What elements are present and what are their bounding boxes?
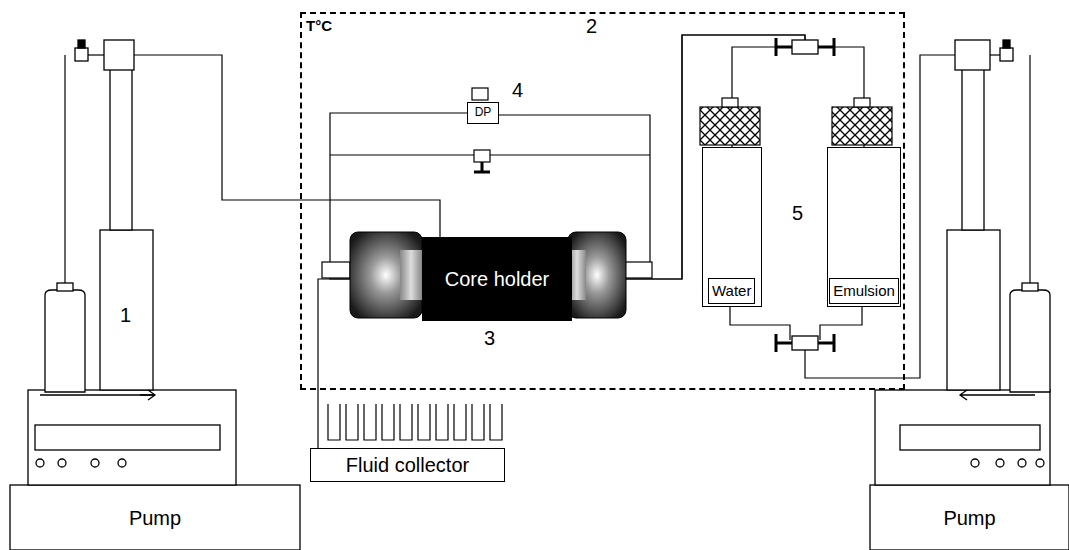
emulsion-vessel: Emulsion (827, 147, 901, 307)
callout-number: 4 (512, 80, 523, 100)
fluid-collector: Fluid collector (310, 448, 505, 482)
callout-number: 5 (792, 203, 803, 223)
pump-base: Pump (10, 485, 300, 550)
node-label: Pump (943, 507, 995, 529)
node-label: DP (475, 106, 492, 119)
node-label: Emulsion (829, 278, 899, 305)
collector-tube (328, 404, 340, 440)
node-label: T°C (306, 18, 332, 35)
collector-tube (364, 404, 376, 440)
node-label: Water (708, 278, 755, 305)
water-vessel: Water (702, 147, 762, 307)
collector-tube (436, 404, 448, 440)
pump-base: Pump (870, 485, 1069, 550)
oven-region: T°C DP Core holder Water Emulsion (300, 12, 905, 390)
collector-tube (382, 404, 394, 440)
node-label: Core holder (445, 268, 550, 290)
collector-tube (454, 404, 466, 440)
callout-number: 1 (118, 305, 133, 325)
collector-tube (346, 404, 358, 440)
collector-tube (490, 404, 502, 440)
collector-tube (400, 404, 412, 440)
callout-number: 2 (586, 16, 597, 36)
node-label: Fluid collector (346, 454, 469, 476)
core-holder: Core holder (422, 237, 572, 321)
node-label: Pump (129, 507, 181, 529)
callout-number: 3 (484, 328, 495, 348)
collector-tube (418, 404, 430, 440)
collector-tube (472, 404, 484, 440)
dp-gauge: DP (467, 102, 499, 124)
